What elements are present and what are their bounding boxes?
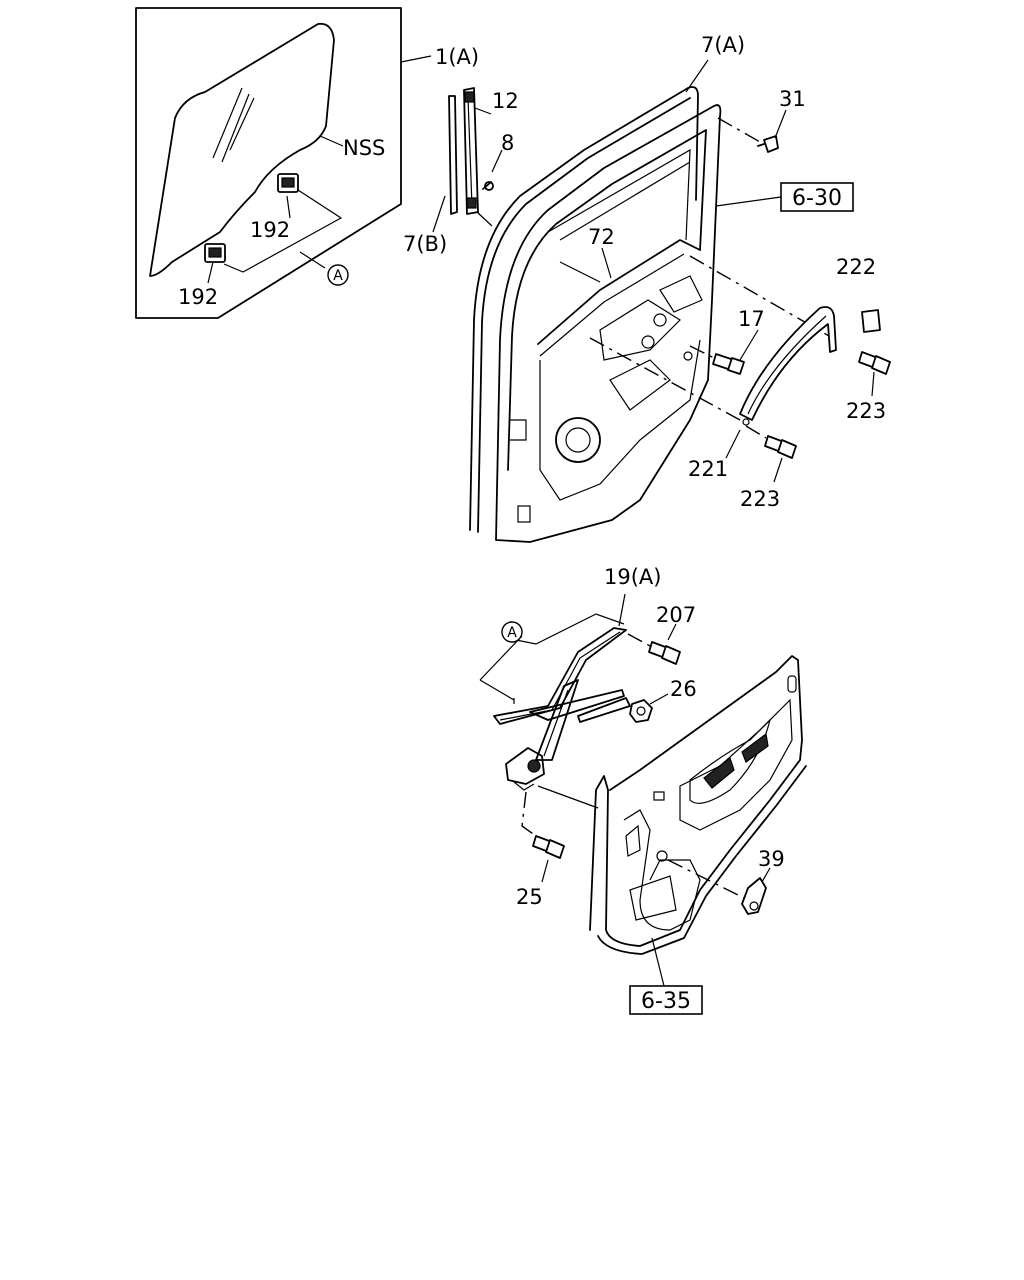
label-222: 222 xyxy=(836,255,876,279)
door-weatherstrip-7a[interactable] xyxy=(469,86,699,533)
bolt-223-lower[interactable] xyxy=(764,435,797,459)
label-39: 39 xyxy=(758,847,785,871)
label-31: 31 xyxy=(779,87,806,111)
label-207: 207 xyxy=(656,603,696,627)
trim-piece-222[interactable] xyxy=(861,309,881,333)
screw-31[interactable] xyxy=(757,135,779,153)
door-glass[interactable] xyxy=(149,22,335,277)
label-192-upper: 192 xyxy=(250,218,290,242)
label-221: 221 xyxy=(688,457,728,481)
svg-text:6-30: 6-30 xyxy=(792,186,842,211)
label-7a: 7(A) xyxy=(701,33,745,57)
glass-clip-upper[interactable] xyxy=(277,173,299,193)
nut-26[interactable] xyxy=(629,699,653,723)
svg-text:6-35: 6-35 xyxy=(641,989,691,1014)
glass-clip-lower[interactable] xyxy=(204,243,226,263)
inside-handle-39[interactable] xyxy=(741,877,767,915)
label-12: 12 xyxy=(492,89,519,113)
svg-text:A: A xyxy=(333,268,343,284)
label-1a: 1(A) xyxy=(435,45,479,69)
label-7b: 7(B) xyxy=(403,232,447,256)
glass-run-7b[interactable] xyxy=(448,95,458,215)
bolt-207[interactable] xyxy=(648,641,681,665)
channel-12[interactable] xyxy=(463,87,493,227)
label-72: 72 xyxy=(588,225,615,249)
bolt-223-right[interactable] xyxy=(858,351,891,375)
mark-a-lower: A xyxy=(501,621,523,643)
label-25: 25 xyxy=(516,885,543,909)
screw-8[interactable] xyxy=(482,181,494,191)
label-26: 26 xyxy=(670,677,697,701)
bolt-25[interactable] xyxy=(532,835,565,859)
mark-a-upper: A xyxy=(327,264,349,286)
ref-box-6-30[interactable]: 6-30 xyxy=(780,182,854,212)
bolt-17[interactable] xyxy=(712,353,745,375)
label-223-lower: 223 xyxy=(740,487,780,511)
window-regulator-19a[interactable] xyxy=(493,627,631,791)
door-trim-panel[interactable] xyxy=(589,655,807,955)
window-bracket-221[interactable] xyxy=(739,306,837,426)
ref-box-6-35[interactable]: 6-35 xyxy=(629,985,703,1015)
label-8: 8 xyxy=(501,131,514,155)
door-inner-panel[interactable] xyxy=(495,104,722,543)
label-nss: NSS xyxy=(343,136,385,160)
glass-inset-frame xyxy=(135,7,402,319)
svg-text:A: A xyxy=(507,625,517,641)
label-192-lower: 192 xyxy=(178,285,218,309)
label-223-right: 223 xyxy=(846,399,886,423)
label-17: 17 xyxy=(738,307,765,331)
label-19a: 19(A) xyxy=(604,565,661,589)
